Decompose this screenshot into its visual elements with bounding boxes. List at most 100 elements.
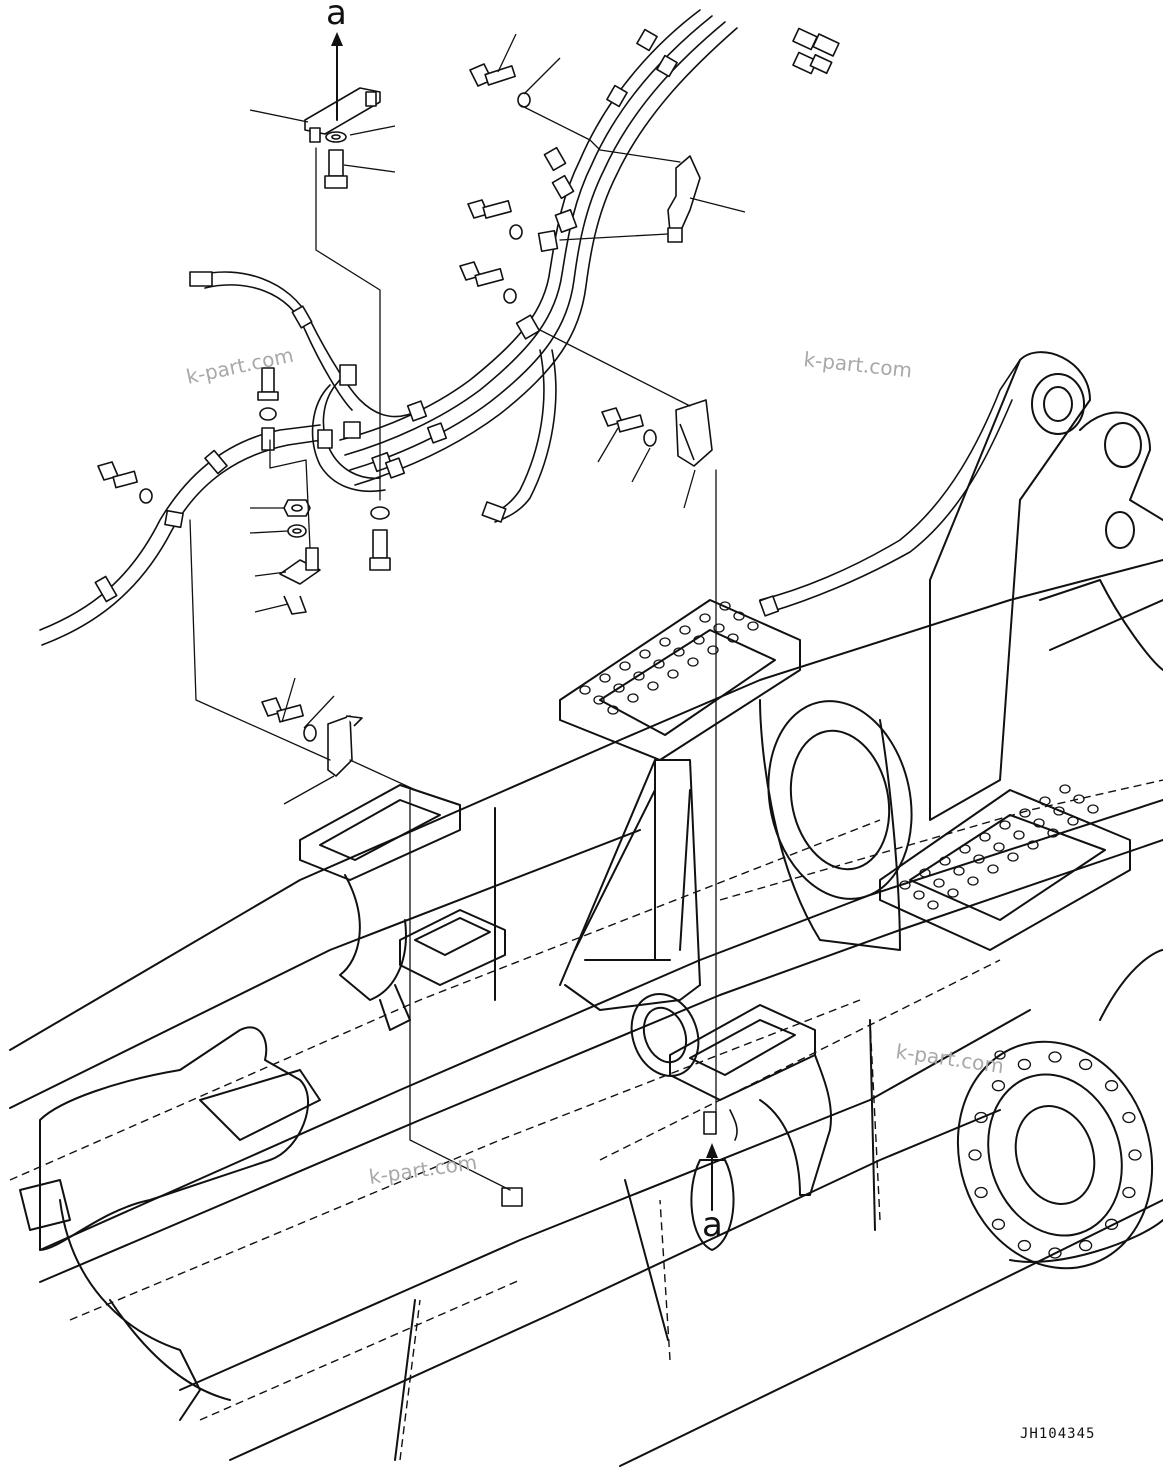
plate-hole <box>993 842 1005 852</box>
plate-hole <box>913 890 925 900</box>
bracket-right-upper <box>667 155 701 243</box>
flange-hole <box>1078 1239 1093 1252</box>
plate-hole <box>987 864 999 874</box>
flange-hole <box>1104 1080 1119 1092</box>
plate-hole <box>979 832 991 842</box>
bolt-1 <box>469 63 531 108</box>
bolt-4 <box>97 461 153 504</box>
flange-hole <box>1104 1218 1119 1230</box>
plate-hole <box>947 888 959 898</box>
plate-hole <box>927 900 939 910</box>
plate-hole <box>999 820 1011 830</box>
watermark-3: k-part.com <box>894 1039 1005 1078</box>
view-marker-top: a <box>326 0 347 121</box>
plate-hole <box>727 633 739 643</box>
plate-hole <box>1059 784 1071 794</box>
flange-hole <box>1048 1247 1062 1259</box>
bracket-right-mid <box>675 399 713 467</box>
nut <box>283 499 311 517</box>
bolt-5 <box>601 407 657 447</box>
bolt-bottom <box>501 1111 717 1207</box>
exploded-parts <box>97 63 717 1207</box>
watermark-1: k-part.com <box>184 343 296 389</box>
plate-hole <box>939 856 951 866</box>
plate-hole <box>1047 828 1059 838</box>
assembly-lines <box>189 33 746 1191</box>
plate-hole <box>1039 796 1051 806</box>
bracket-mid <box>279 547 321 585</box>
plate-hole <box>667 669 679 679</box>
view-marker-bottom: a <box>690 1143 735 1251</box>
plate-hole <box>973 854 985 864</box>
flange-hole <box>1122 1186 1136 1199</box>
view-marker-top-label: a <box>326 0 347 33</box>
plate-hole <box>967 876 979 886</box>
bracket-lower <box>327 715 363 777</box>
washer-top <box>325 131 347 143</box>
plate-hole <box>1027 840 1039 850</box>
flange-hole <box>1128 1149 1142 1161</box>
plate-hole <box>1019 808 1031 818</box>
plate-hole <box>699 613 711 623</box>
bolt-vertical-center <box>369 506 391 571</box>
bolt-3 <box>459 261 517 304</box>
plate-hole <box>639 649 651 659</box>
washer-mid <box>287 524 307 538</box>
plate-hole <box>673 647 685 657</box>
plate-hole <box>747 621 759 631</box>
plate-hole <box>613 683 625 693</box>
flange-hole <box>1078 1058 1093 1071</box>
bolt-2 <box>467 199 523 240</box>
plate-hole <box>959 844 971 854</box>
plate-hole <box>599 673 611 683</box>
flange-hole <box>974 1186 988 1199</box>
flange-hole <box>1017 1239 1032 1252</box>
flange-hole <box>968 1149 982 1161</box>
plate-hole <box>707 645 719 655</box>
plate-hole <box>627 693 639 703</box>
plate-hole <box>1053 806 1065 816</box>
hose-bundle <box>39 9 1021 1141</box>
u-clip <box>283 595 307 615</box>
flange-hole <box>1017 1058 1032 1071</box>
view-marker-bottom-label: a <box>702 1205 723 1245</box>
plate-hole <box>633 671 645 681</box>
plate-hole <box>1067 816 1079 826</box>
flange-hole <box>991 1218 1006 1230</box>
plate-holes <box>579 601 1142 1259</box>
plate-hole <box>719 601 731 611</box>
plate-hole <box>933 878 945 888</box>
plate-hole <box>659 637 671 647</box>
plate-hole <box>607 705 619 715</box>
plate-hole <box>713 623 725 633</box>
plate-hole <box>1073 794 1085 804</box>
plate-hole <box>1033 818 1045 828</box>
plate-hole <box>687 657 699 667</box>
plate-hole <box>919 868 931 878</box>
plate-hole <box>1013 830 1025 840</box>
plate-hole <box>899 880 911 890</box>
plate-hole <box>653 659 665 669</box>
plate-hole <box>1007 852 1019 862</box>
plate-hole <box>579 685 591 695</box>
bolt-6 <box>261 697 317 742</box>
plate-hole <box>1087 804 1099 814</box>
flange-hole <box>991 1080 1006 1092</box>
flange-hole <box>974 1111 988 1124</box>
drawing-code: JH104345 <box>1020 1426 1095 1442</box>
plate-hole <box>593 695 605 705</box>
watermark-4: k-part.com <box>367 1150 478 1189</box>
plate-hole <box>953 866 965 876</box>
plate-hole <box>679 625 691 635</box>
plate-hole <box>647 681 659 691</box>
plate-hole <box>994 1050 1006 1060</box>
flange-hole <box>1048 1051 1062 1063</box>
plate-hole <box>619 661 631 671</box>
bracket-top <box>304 87 381 143</box>
plate-hole <box>693 635 705 645</box>
bolt-vertical-left <box>257 367 279 421</box>
watermark-2: k-part.com <box>802 347 913 382</box>
flange-hole <box>1122 1111 1136 1124</box>
bolt-top <box>324 149 348 189</box>
plate-hole <box>733 611 745 621</box>
